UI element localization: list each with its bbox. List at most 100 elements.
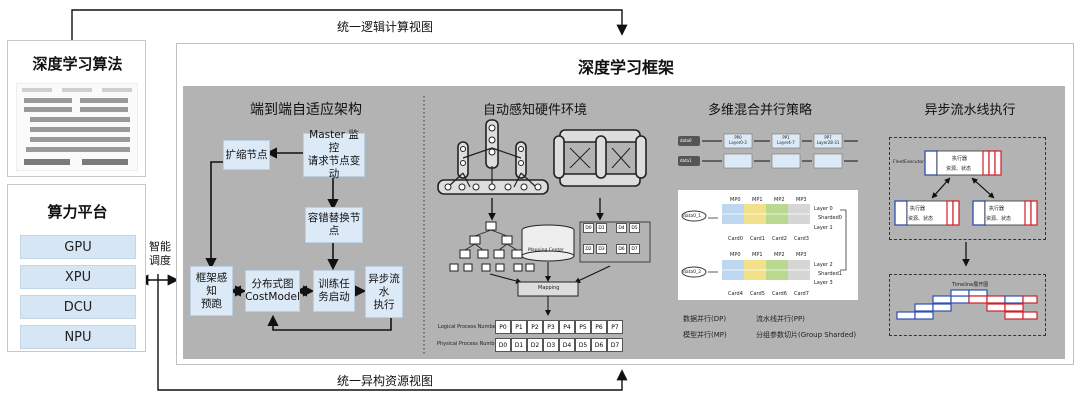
mp-header: MP2 (774, 252, 785, 258)
physical-cell: D2 (527, 338, 543, 352)
hw-node: D4 (616, 223, 627, 233)
hw-node: D3 (596, 244, 607, 254)
logical-cell: P7 (607, 320, 623, 334)
train-launch-box: 训练任 务启动 (313, 270, 355, 312)
physical-cell: D3 (543, 338, 559, 352)
compute-title: 算力平台 (47, 203, 108, 221)
legend-group-sharded: 分组参数切片(Group Sharded) (756, 331, 857, 339)
logical-cell: P5 (575, 320, 591, 334)
physical-cell: D1 (511, 338, 527, 352)
master-monitor-box: Master 监控 请求节点变 动 (303, 129, 365, 180)
algo-panel: 深度学习算法 (7, 40, 146, 177)
mp-header: MP1 (752, 197, 763, 203)
layer-label: Layer 1 (814, 225, 833, 231)
hw-topology-diagram (437, 119, 651, 316)
logical-cell: P2 (527, 320, 543, 334)
mp-header: MP0 (730, 252, 741, 258)
e2e-arrows (205, 147, 392, 331)
platform-gpu: GPU (20, 235, 136, 259)
timeline-label: Timeline展开图 (952, 282, 989, 288)
logical-cell: P3 (543, 320, 559, 334)
logical-cell: P0 (495, 320, 511, 334)
perception-box: 框架感 知 预跑 (190, 266, 233, 316)
executor-sub: 资源、状态 (908, 216, 934, 222)
executor-panel (889, 137, 1046, 240)
card-label: Card5 (750, 291, 765, 297)
timeline-chart (896, 289, 1038, 320)
platform-xpu: XPU (20, 265, 136, 289)
card-label: Card1 (750, 236, 765, 242)
algo-title: 深度学习算法 (32, 55, 123, 73)
section-divider (423, 96, 425, 356)
executor-sub: 资源、状态 (986, 216, 1012, 222)
logical-cell: P1 (511, 320, 527, 334)
mp-header: MP1 (752, 252, 763, 258)
card-label: Card3 (794, 236, 809, 242)
pipeline-chain (678, 133, 858, 169)
logical-cell: P6 (591, 320, 607, 334)
logical-process-label: Logical Process Number (438, 324, 498, 330)
pp-node-label: PP0 Layer0-3 (729, 135, 747, 145)
physical-cell: D4 (559, 338, 575, 352)
hw-node: D6 (616, 244, 627, 254)
legend-mp: 模型并行(MP) (683, 331, 727, 339)
card-label: Card6 (772, 291, 787, 297)
top-flow-label: 统一逻辑计算视图 (337, 20, 434, 34)
hw-node: D0 (583, 223, 594, 233)
layer-label: Sharded0 (818, 215, 842, 221)
mapping-label: Mapping (538, 285, 560, 291)
async-exec-box: 异步流 水 执行 (365, 266, 403, 318)
data-label: data0 (680, 138, 692, 143)
hw-node: D1 (596, 223, 607, 233)
card-label: Card7 (794, 291, 809, 297)
executor-sub: 资源、状态 (946, 166, 972, 172)
mp-grid (681, 204, 847, 280)
hw-title: 自动感知硬件环境 (482, 103, 587, 118)
algo-thumbnail (16, 83, 138, 171)
physical-process-label: Physical Process Number (437, 341, 500, 347)
framework-title: 深度学习框架 (577, 58, 674, 77)
legend-pp: 流水线并行(PP) (756, 315, 805, 323)
pp-node-label: PP7 Layer28-31 (816, 135, 840, 145)
legend-dp: 数据并行(DP) (683, 315, 727, 323)
physical-cell: D6 (591, 338, 607, 352)
expand-nodes-box: 扩缩节点 (223, 140, 270, 170)
executor-label: 执行器 (989, 206, 1005, 212)
logical-cell: P4 (559, 320, 575, 334)
fault-replace-box: 容错替换节 点 (305, 207, 363, 243)
scheduling-label: 智能 调度 (149, 240, 171, 267)
platform-dcu: DCU (20, 295, 136, 319)
mp-header: MP3 (796, 252, 807, 258)
physical-cell: D7 (607, 338, 623, 352)
parallel-title: 多维混合并行策略 (707, 103, 812, 118)
hw-node: D2 (583, 244, 594, 254)
inner-data-label: data0_2 (683, 270, 702, 275)
fleet-executor-label: FleetExecutor (893, 160, 924, 165)
layer-label: Layer 3 (814, 280, 833, 286)
executor-label: 执行器 (952, 156, 968, 162)
pipeline-down-arrow (962, 242, 970, 267)
card-label: Card2 (772, 236, 787, 242)
mp-header: MP2 (774, 197, 785, 203)
bottom-flow-label: 统一异构资源视图 (337, 374, 434, 388)
mapping-center-label: Mapping Center (528, 248, 564, 253)
timeline-panel (889, 274, 1046, 336)
physical-cell: D5 (575, 338, 591, 352)
pipeline-title: 异步流水线执行 (924, 103, 1016, 118)
data-label: data1 (680, 158, 692, 163)
pp-node-label: PP1 Layer4-7 (777, 135, 795, 145)
physical-cell: D0 (495, 338, 511, 352)
layer-label: Layer 2 (814, 262, 833, 268)
platform-npu: NPU (20, 325, 136, 349)
costmodel-box: 分布式图 CostModel (245, 270, 300, 312)
layer-label: Layer 0 (814, 206, 833, 212)
hw-node: D5 (629, 223, 640, 233)
inner-data-label: data0_1 (683, 214, 702, 219)
card-label: Card4 (728, 291, 743, 297)
e2e-title: 端到端自适应架构 (250, 102, 362, 118)
executor-diagram (894, 150, 1038, 226)
mp-header: MP3 (796, 197, 807, 203)
mp-header: MP0 (730, 197, 741, 203)
executor-label: 执行器 (910, 206, 926, 212)
